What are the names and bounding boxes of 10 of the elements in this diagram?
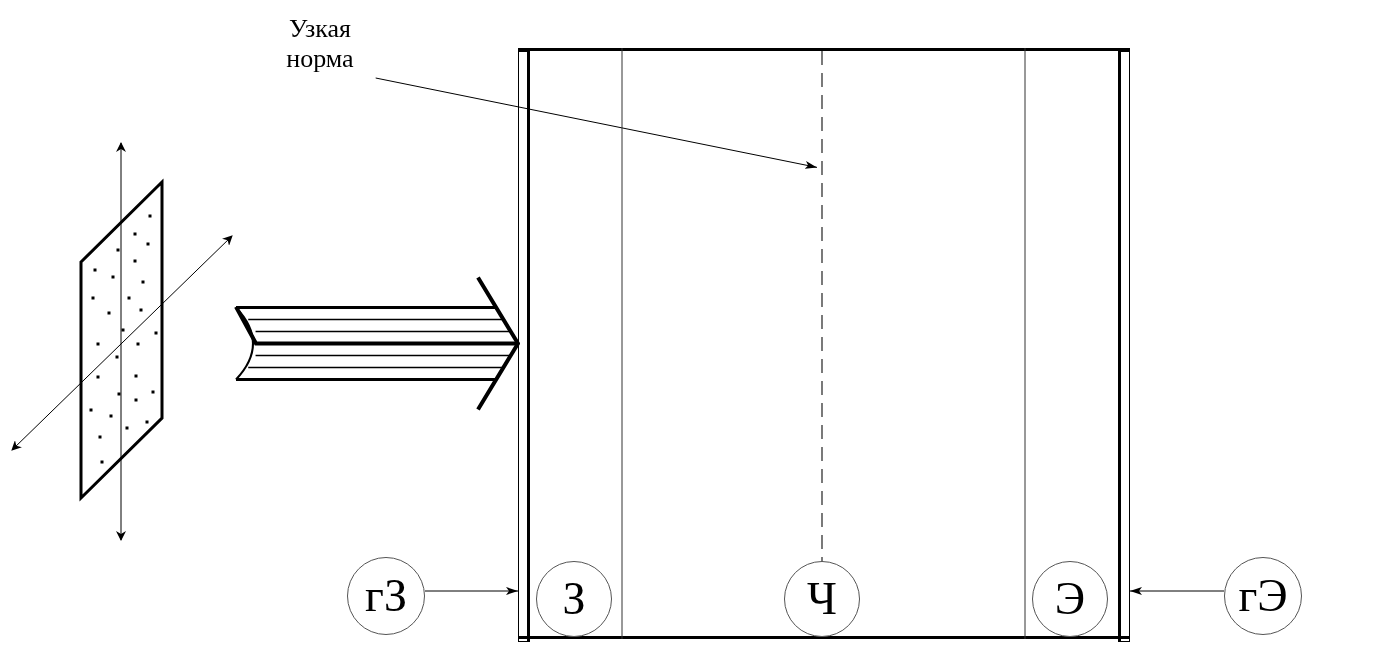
circle-label: З: [562, 576, 586, 622]
circle-label: гЭ: [1238, 573, 1288, 619]
arrow: [1129, 587, 1225, 595]
leader-line: [375, 77, 818, 169]
circle-label: гЗ: [365, 573, 407, 619]
circle-label: Э: [1054, 576, 1086, 622]
arrow: [424, 587, 519, 595]
callout-label: Узкая норма: [262, 14, 378, 78]
track-plan: [518, 48, 1130, 639]
circle-label: Ч: [807, 576, 837, 622]
